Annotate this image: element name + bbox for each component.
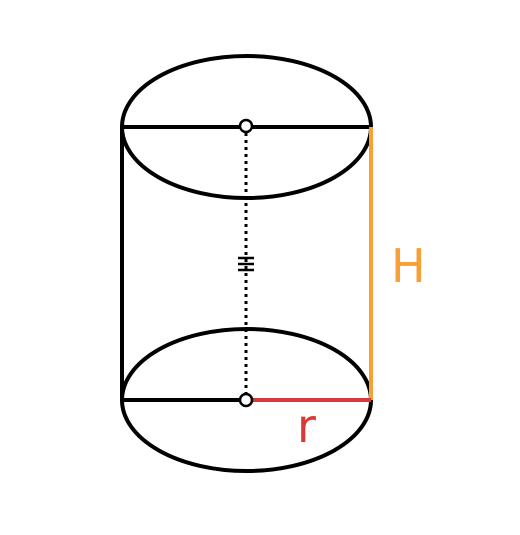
equal-length-tick-marks [238, 256, 254, 272]
top-center-point [238, 118, 254, 134]
radius-label: r [297, 399, 316, 453]
height-label: H [391, 239, 426, 293]
bottom-center-point [238, 392, 254, 408]
